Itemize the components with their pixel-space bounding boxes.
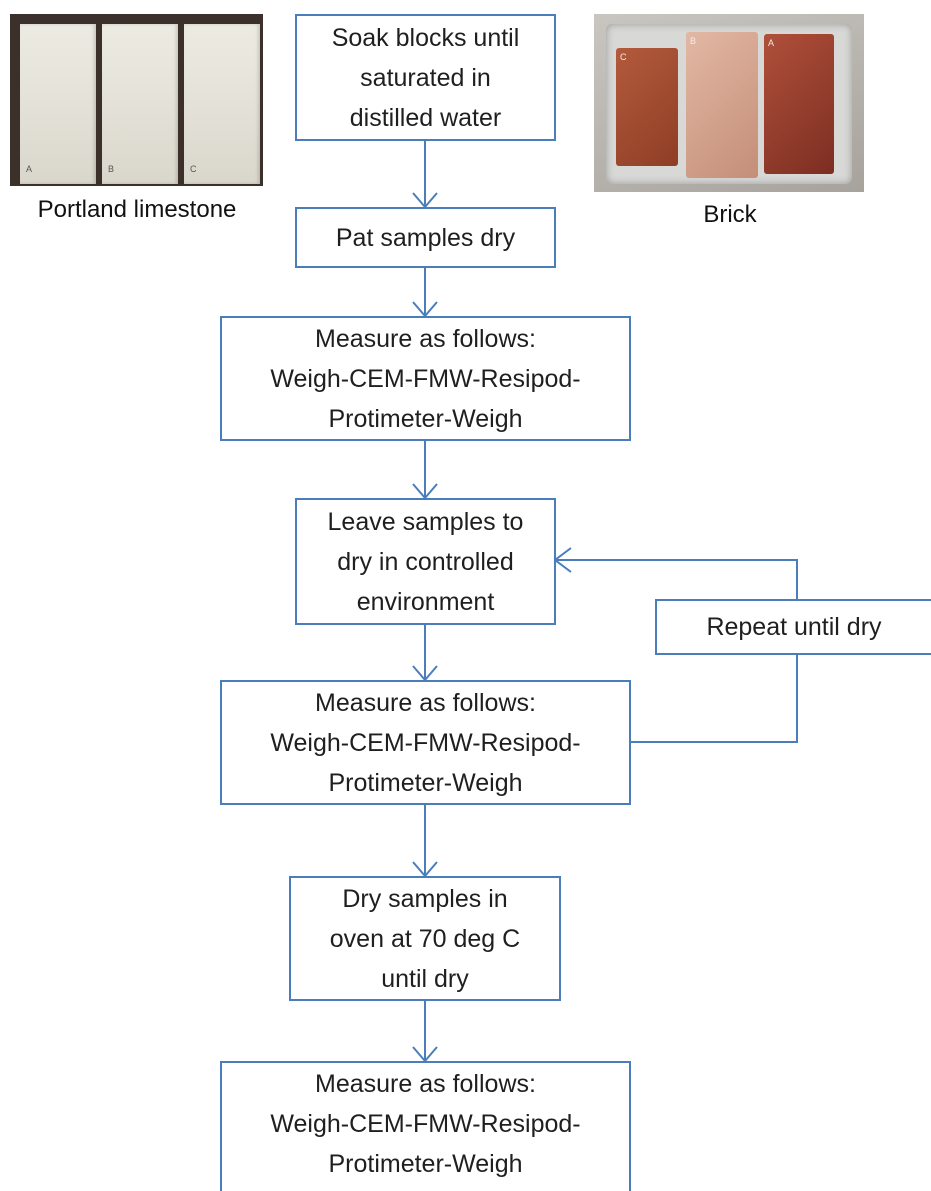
step-pat-dry: Pat samples dry — [295, 207, 556, 268]
step-measure-1-text: Measure as follows: Weigh-CEM-FMW-Resipo… — [270, 324, 581, 433]
step-measure-1: Measure as follows: Weigh-CEM-FMW-Resipo… — [220, 316, 631, 441]
step-leave-to-dry: Leave samples to dry in controlled envir… — [295, 498, 556, 625]
limestone-block-c: C — [184, 24, 260, 184]
step-soak-text: Soak blocks until saturated in distilled… — [331, 23, 520, 132]
step-oven-text: Dry samples in oven at 70 deg C until dr… — [329, 884, 521, 993]
limestone-block-label: A — [26, 164, 33, 174]
brick-label: A — [768, 38, 775, 48]
brick-caption: Brick — [703, 201, 757, 228]
step-soak: Soak blocks until saturated in distilled… — [295, 14, 556, 141]
step-measure-3-text: Measure as follows: Weigh-CEM-FMW-Resipo… — [270, 1070, 581, 1178]
step-pat-text: Pat samples dry — [335, 223, 516, 252]
brick-c: C — [616, 48, 678, 166]
brick-b: B — [686, 32, 758, 178]
step-measure-3: Measure as follows: Weigh-CEM-FMW-Resipo… — [220, 1061, 631, 1191]
limestone-block-b: B — [102, 24, 178, 184]
limestone-block-label: C — [190, 164, 197, 174]
brick-photo: C B A — [594, 14, 864, 192]
step-measure-2-text: Measure as follows: Weigh-CEM-FMW-Resipo… — [270, 688, 581, 797]
limestone-block-label: B — [108, 164, 115, 174]
step-oven-dry: Dry samples in oven at 70 deg C until dr… — [289, 876, 561, 1001]
brick-label: B — [690, 36, 697, 46]
brick-a: A — [764, 34, 834, 174]
step-measure-2: Measure as follows: Weigh-CEM-FMW-Resipo… — [220, 680, 631, 805]
limestone-caption: Portland limestone — [37, 196, 237, 223]
loop-repeat-text: Repeat until dry — [706, 613, 882, 641]
loop-repeat-box: Repeat until dry — [655, 599, 931, 655]
step-leave-text: Leave samples to dry in controlled envir… — [327, 507, 524, 616]
brick-label: C — [620, 52, 627, 62]
limestone-block-a: A — [20, 24, 96, 184]
limestone-photo: A B C — [10, 14, 263, 186]
